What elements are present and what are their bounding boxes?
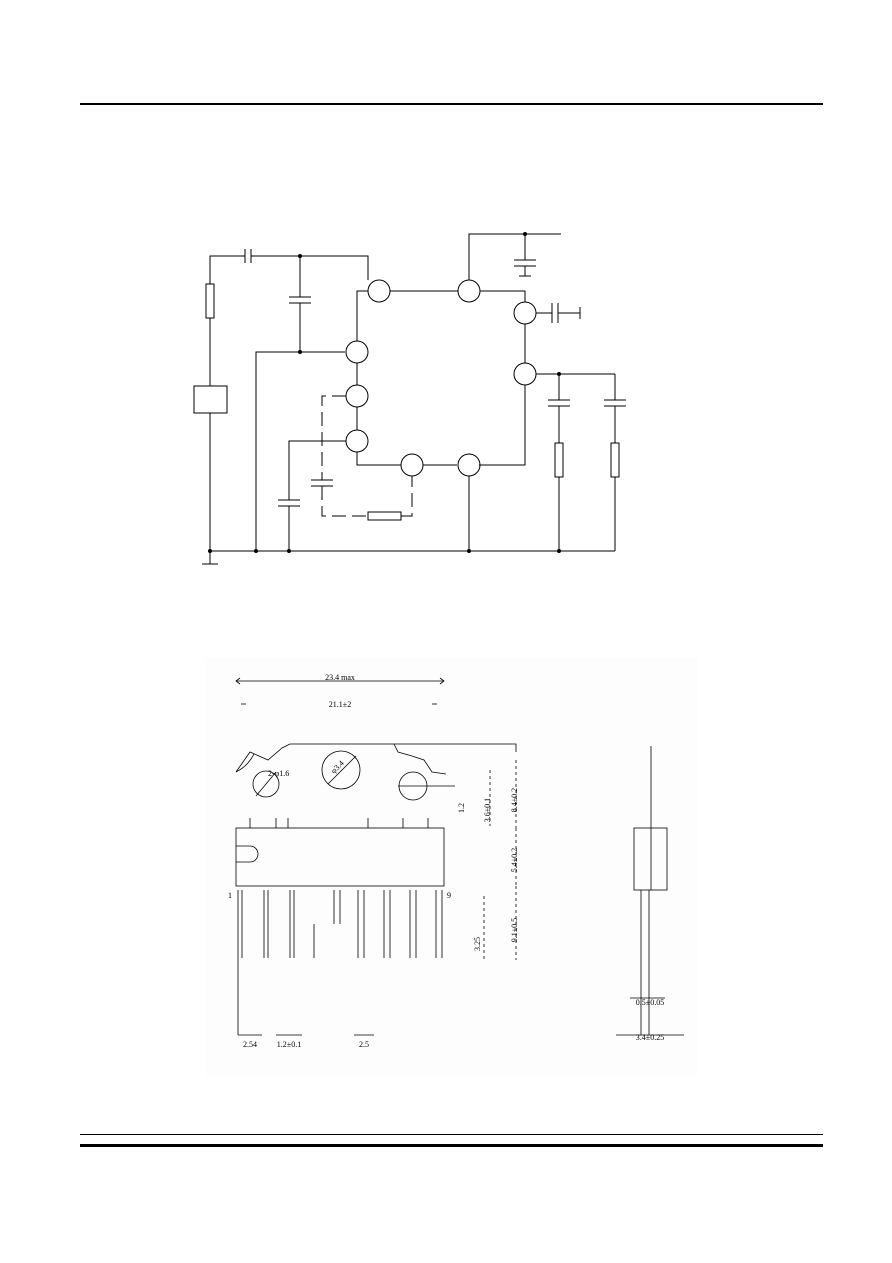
ic-pin-circle (457, 453, 481, 477)
input-source-block (193, 385, 228, 414)
ic-pin-circle (345, 340, 369, 364)
dim-lead-length: 9.1±0.5 (510, 918, 519, 942)
dim-side-width: 3.4±0.25 (636, 1033, 664, 1042)
pin-last-label: 9 (447, 891, 451, 900)
ic-pin-circle (400, 453, 424, 477)
dim-hole-dia: φ3.4 (329, 759, 346, 776)
dim-lead-offset: 3.25 (473, 937, 482, 951)
dim-overall-width: 23.4 max (325, 673, 355, 682)
footer-rule-thick (80, 1144, 823, 1147)
ic-pin-circle (367, 279, 391, 303)
dim-lead-thick: 0.5±0.05 (636, 998, 664, 1007)
ic-pin-circle (457, 279, 481, 303)
ic-pin-circle (513, 362, 537, 386)
application-circuit (193, 232, 626, 565)
dim-pin-pitch-a: 2.54 (243, 1040, 257, 1049)
header-rule (80, 103, 823, 105)
dim-pin-pitch-c: 2.5 (359, 1040, 369, 1049)
dim-hole-pos: 3.6±0.1 (483, 798, 492, 822)
pin-first-label: 1 (228, 891, 232, 900)
ic-pin-circle (513, 301, 537, 325)
ic-pin-circle (345, 384, 369, 408)
ic-pin-circle (345, 429, 369, 453)
footer-rule-thin (80, 1134, 823, 1135)
dim-mount-hole: 2-φ1.6 (268, 769, 289, 778)
dim-body-height: 5.4±0.2 (510, 848, 519, 872)
dim-pin-span: 21.1±2 (329, 700, 351, 709)
dim-tab-height: 8.4±0.2 (510, 788, 519, 812)
dim-pin-pitch-b: 1.2±0.1 (277, 1040, 301, 1049)
input-resistor (205, 283, 215, 319)
dim-small-a: 1.2 (457, 803, 466, 813)
